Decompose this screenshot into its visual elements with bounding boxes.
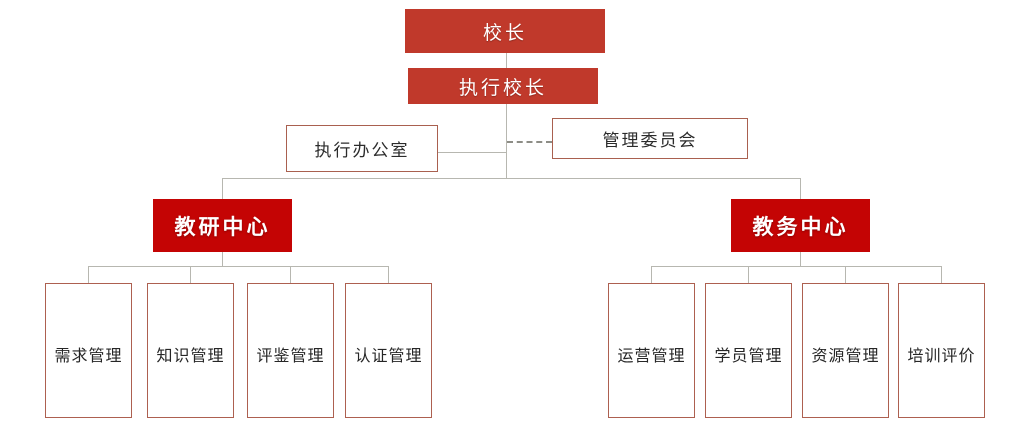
connector-academic-drop-2: [748, 266, 749, 283]
connector-drop-research-center: [222, 178, 223, 199]
node-executive-principal-label: 执行校长: [458, 76, 547, 99]
node-executive-principal[interactable]: 执行校长: [408, 68, 598, 104]
node-leaf-research-2-label: 知识管理: [156, 346, 225, 365]
connector-academic-stem: [800, 252, 801, 266]
connector-academic-drop-4: [941, 266, 942, 283]
node-leaf-academic-1-label: 运营管理: [617, 346, 686, 365]
connector-trunk-to-management-committee: [507, 141, 552, 143]
connector-research-drop-4: [388, 266, 389, 283]
connector-research-stem: [222, 252, 223, 266]
node-leaf-academic-1[interactable]: 运营管理: [608, 283, 695, 418]
connector-research-bar: [88, 266, 388, 267]
connector-research-drop-1: [88, 266, 89, 283]
node-research-center-label: 教研中心: [174, 213, 271, 239]
node-leaf-research-4-label: 认证管理: [354, 346, 423, 365]
connector-research-drop-2: [190, 266, 191, 283]
node-principal-label: 校长: [482, 21, 527, 44]
node-leaf-research-4[interactable]: 认证管理: [345, 283, 432, 418]
node-leaf-academic-2[interactable]: 学员管理: [705, 283, 792, 418]
node-academic-center[interactable]: 教务中心: [731, 199, 870, 252]
connector-drop-academic-center: [800, 178, 801, 199]
connector-academic-drop-3: [845, 266, 846, 283]
node-leaf-academic-4-label: 培训评价: [907, 346, 976, 365]
node-leaf-academic-2-label: 学员管理: [714, 346, 783, 365]
node-executive-office-label: 执行办公室: [314, 141, 410, 161]
connector-academic-drop-1: [651, 266, 652, 283]
node-leaf-research-2[interactable]: 知识管理: [147, 283, 234, 418]
node-leaf-research-1[interactable]: 需求管理: [45, 283, 132, 418]
connector-academic-bar: [651, 266, 941, 267]
node-academic-center-label: 教务中心: [752, 213, 849, 239]
connector-centers-bar: [222, 178, 801, 179]
node-leaf-research-3-label: 评鉴管理: [256, 346, 325, 365]
connector-research-drop-3: [290, 266, 291, 283]
connector-executive-trunk: [506, 104, 507, 179]
node-leaf-academic-3-label: 资源管理: [811, 346, 880, 365]
node-principal[interactable]: 校长: [405, 9, 605, 53]
node-management-committee-label: 管理委员会: [602, 131, 698, 151]
node-research-center[interactable]: 教研中心: [153, 199, 292, 252]
node-executive-office[interactable]: 执行办公室: [286, 125, 438, 172]
connector-executive-office-to-trunk: [438, 152, 507, 153]
node-leaf-research-3[interactable]: 评鉴管理: [247, 283, 334, 418]
node-leaf-academic-3[interactable]: 资源管理: [802, 283, 889, 418]
node-management-committee[interactable]: 管理委员会: [552, 118, 748, 159]
node-leaf-research-1-label: 需求管理: [54, 346, 123, 365]
connector-principal-to-executive: [506, 53, 507, 68]
node-leaf-academic-4[interactable]: 培训评价: [898, 283, 985, 418]
